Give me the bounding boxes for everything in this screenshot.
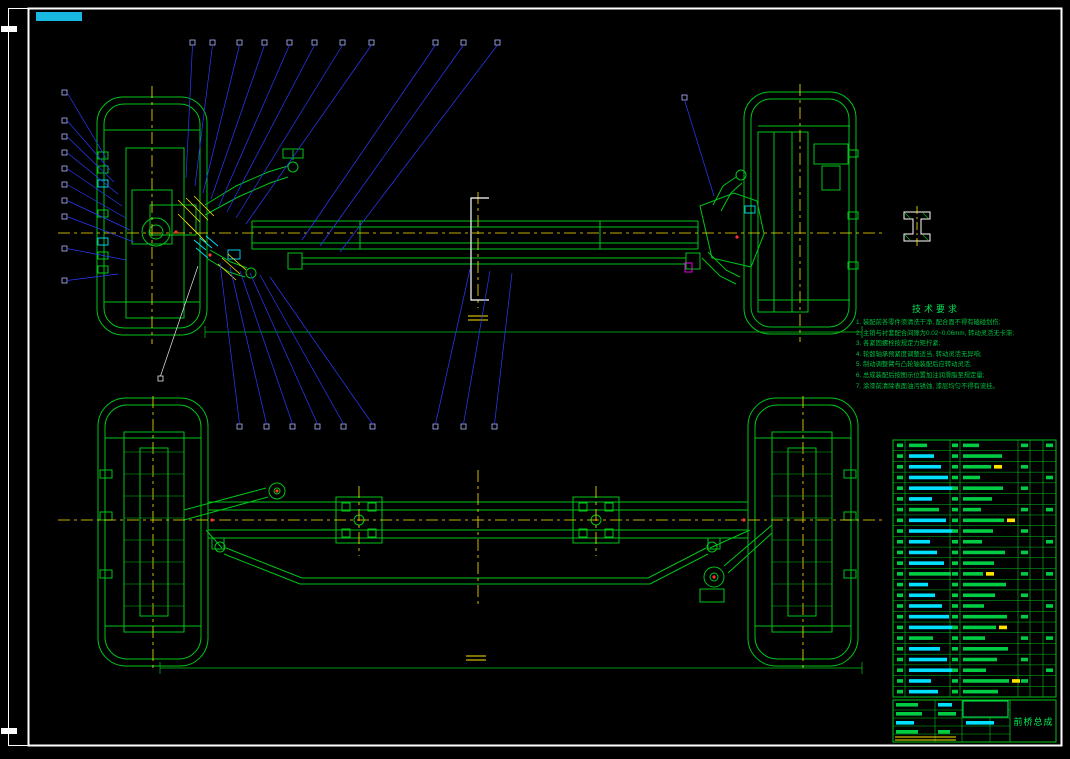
upper-view [96,91,863,338]
title-block-photo-cell [962,700,1009,718]
sheet-frame [1,7,1063,747]
tech-requirement-item: 3. 各紧固螺栓按规定力矩拧紧; [856,340,941,348]
yellow-marks-upper [468,315,488,321]
joint-dots [174,230,739,273]
balloon-leaders [61,39,715,430]
tech-requirement-item: 5. 制动调整臂与凸轮轴装配后应转动灵活; [856,361,972,369]
drum-fins [124,451,832,607]
centerlines-lower [58,396,884,668]
tech-requirement-item: 1. 装配前各零件须清洗干净, 配合面不得有磕碰划伤; [856,319,1001,326]
title-block [892,699,1057,743]
parts-list-table [892,439,1057,698]
technical-requirements-title: 技术要求 [911,304,960,314]
joint-dots-lower [210,489,746,579]
ibeam-section-detail [903,206,931,248]
registration-mark [1,26,17,32]
section-cut-bracket [470,197,489,301]
lower-view [97,397,863,674]
revision-block [36,12,82,21]
technical-requirements: 技术要求 1. 装配前各零件须清洗干净, 配合面不得有磕碰划伤; 2. 主销与衬套… [856,302,1016,392]
tech-requirement-item: 7. 涂漆前清除表面油污锈蚀, 漆层均匀不得有流挂。 [856,382,999,390]
cyan-details [97,179,756,260]
registration-mark [1,728,17,734]
tech-requirement-item: 2. 主销与衬套配合间隙为0.02~0.06mm, 转动灵活无卡滞; [856,329,1014,337]
tech-requirement-item: 4. 轮毂轴承预紧度调整适当, 转动灵活无异响; [856,350,982,358]
technical-requirements-list: 1. 装配前各零件须清洗干净, 配合面不得有磕碰划伤; 2. 主销与衬套配合间隙为… [856,318,1016,392]
yellow-marks-lower [466,655,486,661]
title-block-drawing-title: 前桥总成 [1013,716,1054,727]
centerlines-upper [58,84,884,344]
tech-requirement-item: 6. 总成装配后按图示位置加注润滑脂至规定量; [856,371,985,379]
yellow-hatch [177,195,247,281]
